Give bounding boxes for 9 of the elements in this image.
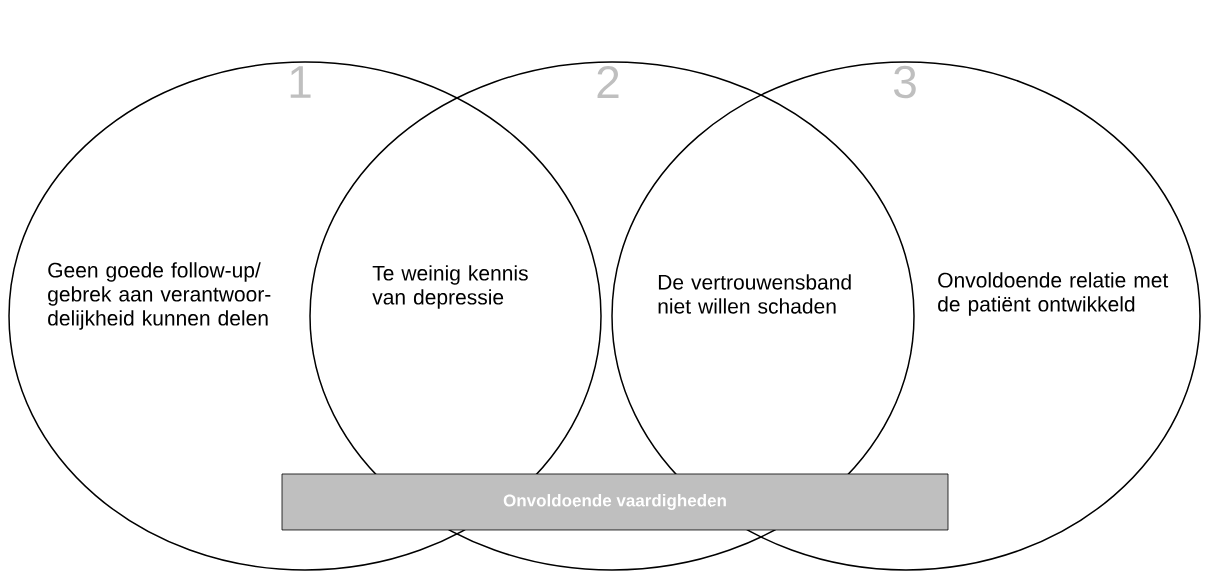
circle-number: 1 — [290, 66, 311, 98]
overlap-text: De vertrouwensband niet willen schaden — [658, 274, 851, 314]
circle-text: Onvoldoende relatie met de patiënt ontwikkeld — [938, 272, 1169, 316]
circle-number: 2 — [597, 65, 619, 99]
skills-bar: Onvoldoende vaardigheden — [281, 473, 949, 531]
venn-circle — [309, 61, 915, 571]
circle-text: Geen goede follow-up/ gebrek aan verantwoor-delijkheid kunnen delen — [48, 262, 271, 330]
overlap-text: Te weinig kennis van depressie — [372, 265, 528, 309]
circle-number: 3 — [893, 65, 916, 99]
